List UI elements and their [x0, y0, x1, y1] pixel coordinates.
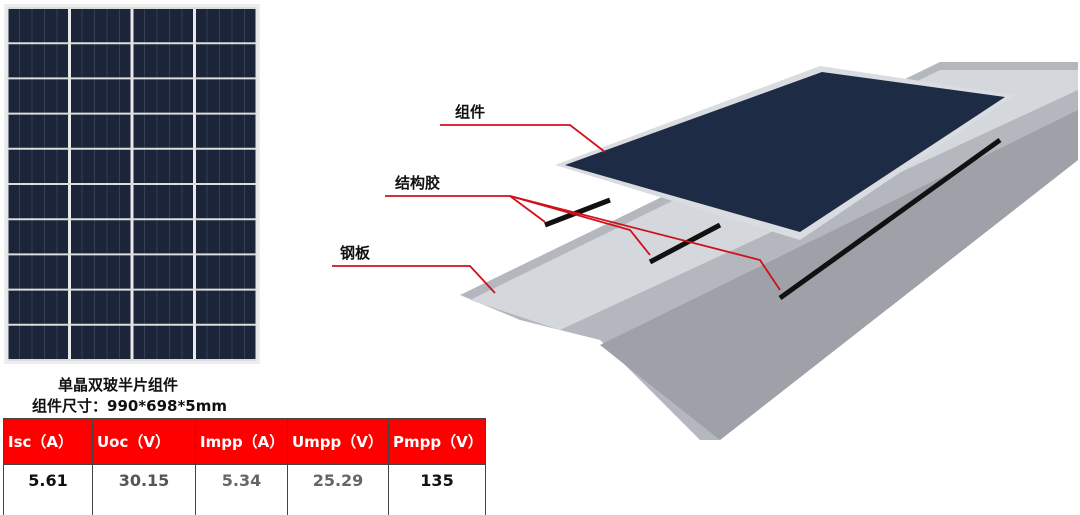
module-title: 单晶双玻半片组件	[58, 376, 179, 394]
label-module: 组件	[455, 103, 486, 121]
label-steel: 钢板	[340, 244, 371, 262]
table-header-row: Isc（A） Uoc（V） Impp（A） Umpp（V） Pmpp（V）	[3, 418, 486, 465]
solar-panel-installed	[555, 66, 1015, 240]
value-impp: 5.34	[195, 464, 288, 515]
header-uoc: Uoc（V）	[92, 418, 196, 465]
header-pmpp: Pmpp（V）	[388, 418, 486, 465]
header-impp: Impp（A）	[195, 418, 288, 465]
value-pmpp: 135	[388, 464, 486, 515]
label-adhesive: 结构胶	[395, 174, 441, 192]
header-umpp: Umpp（V）	[287, 418, 389, 465]
value-umpp: 25.29	[287, 464, 389, 515]
value-uoc: 30.15	[92, 464, 196, 515]
header-isc: Isc（A）	[3, 418, 93, 465]
module-size: 组件尺寸：990*698*5mm	[32, 397, 228, 415]
table-row: 5.61 30.15 5.34 25.29 135	[3, 464, 486, 515]
value-isc: 5.61	[3, 464, 93, 515]
spec-table: Isc（A） Uoc（V） Impp（A） Umpp（V） Pmpp（V） 5.…	[3, 418, 486, 515]
leader-lines	[332, 124, 781, 294]
